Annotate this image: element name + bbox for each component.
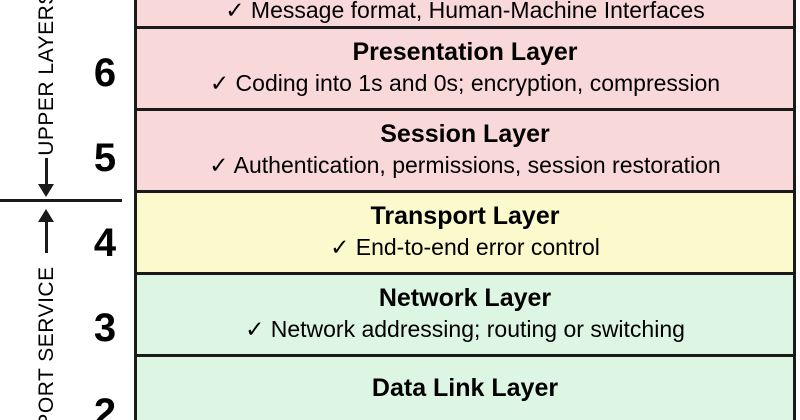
layer-description: ✓ Coding into 1s and 0s; encryption, com… <box>209 70 721 96</box>
upper-layers-label: UPPER LAYERS <box>35 0 58 156</box>
layer-row-application: ✓ Message format, Human-Machine Interfac… <box>137 0 793 29</box>
down-arrow-head-icon <box>38 184 54 197</box>
layer-description: ✓ Message format, Human-Machine Interfac… <box>225 0 705 23</box>
layer-title: Transport Layer <box>370 202 560 230</box>
layer-row-session: Session Layer ✓ Authentication, permissi… <box>137 111 793 193</box>
transport-service-label: PORT SERVICE <box>35 266 58 420</box>
sidebar-divider <box>0 199 122 202</box>
layer-number-6: 6 <box>93 51 117 95</box>
layers-table: ✓ Message format, Human-Machine Interfac… <box>134 0 796 420</box>
layer-row-datalink: Data Link Layer <box>137 357 793 420</box>
layer-number-3: 3 <box>93 306 117 350</box>
layer-title: Network Layer <box>378 284 552 312</box>
layer-number-4: 4 <box>93 221 117 265</box>
up-arrow-head-icon <box>38 209 54 222</box>
up-arrow-icon <box>45 220 48 253</box>
layer-description: ✓ End-to-end error control <box>330 234 600 260</box>
layer-title: Data Link Layer <box>371 374 559 402</box>
layer-row-transport: Transport Layer ✓ End-to-end error contr… <box>137 193 793 275</box>
layer-row-presentation: Presentation Layer ✓ Coding into 1s and … <box>137 29 793 111</box>
layer-description: ✓ Network addressing; routing or switchi… <box>245 316 685 342</box>
layer-title: Session Layer <box>380 120 550 148</box>
layer-description: ✓ Authentication, permissions, session r… <box>209 152 721 178</box>
layer-number-2: 2 <box>93 391 117 420</box>
layer-number-5: 5 <box>93 136 117 180</box>
layer-title: Presentation Layer <box>352 38 578 66</box>
down-arrow-icon <box>45 158 48 185</box>
layer-row-network: Network Layer ✓ Network addressing; rout… <box>137 275 793 357</box>
